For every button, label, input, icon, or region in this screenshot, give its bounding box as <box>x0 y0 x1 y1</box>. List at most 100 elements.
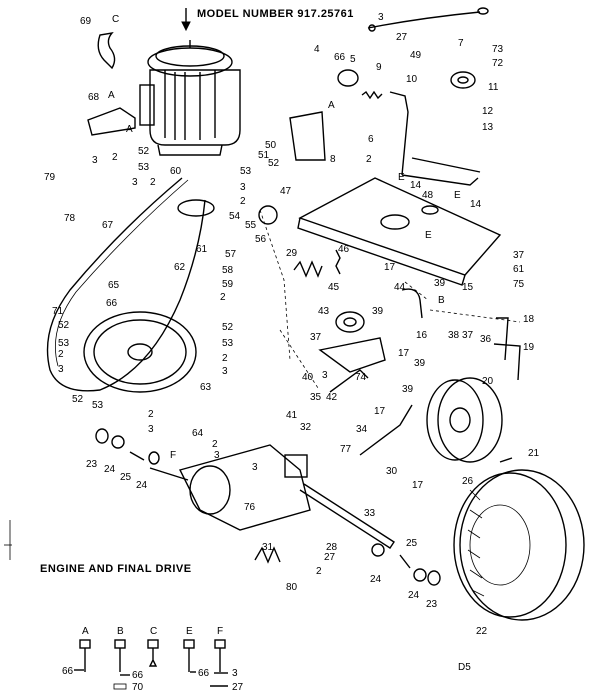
pin-25-left <box>129 451 145 461</box>
rod-44 <box>401 288 423 319</box>
callout-53-c: 53 <box>58 338 70 349</box>
pin-25-right <box>399 554 411 569</box>
callout-27-mid: 27 <box>324 552 336 563</box>
callout-21: 21 <box>528 448 540 459</box>
callout-57: 57 <box>225 249 237 260</box>
callout-71: 71 <box>52 306 64 317</box>
washer-23-left <box>95 428 109 444</box>
callout-23-a: 23 <box>86 459 98 470</box>
callout-A-bracket: A <box>126 124 133 135</box>
callout-39-c: 39 <box>414 358 426 369</box>
callout-46: 46 <box>338 244 350 255</box>
callout-23-b: 23 <box>426 599 438 610</box>
callout-2-a: 2 <box>366 154 372 165</box>
rod-35 <box>329 369 369 393</box>
callout-10: 10 <box>406 74 418 85</box>
spring-9 <box>361 90 383 100</box>
callout-61-b: 61 <box>513 264 525 275</box>
fastener-C: C <box>147 626 159 667</box>
callout-52-c: 52 <box>58 320 70 331</box>
callout-53-a: 53 <box>138 162 150 173</box>
spring-29 <box>293 260 323 278</box>
washer-24-left <box>111 435 125 449</box>
callout-37-a: 37 <box>513 250 525 261</box>
callout-77: 77 <box>340 444 352 455</box>
callout-4: 4 <box>314 44 320 55</box>
fastener-F: F 3 27 <box>210 626 244 693</box>
callout-62: 62 <box>174 262 186 273</box>
callout-78: 78 <box>64 213 76 224</box>
callout-42: 42 <box>326 392 338 403</box>
callout-31: 31 <box>262 542 274 553</box>
callout-29: 29 <box>286 248 298 259</box>
callout-2-i: 2 <box>212 439 218 450</box>
callout-25-b: 25 <box>406 538 418 549</box>
callout-3-e: 3 <box>58 364 64 375</box>
washer-24-left-b <box>148 451 160 465</box>
idler-pulley-43 <box>335 311 365 333</box>
callout-11: 11 <box>488 82 499 93</box>
callout-38: 38 <box>448 330 460 341</box>
callout-24-d: 24 <box>408 590 420 601</box>
callout-17-b: 17 <box>398 348 410 359</box>
fastener-B: B 66 70 <box>113 626 144 693</box>
callout-2-f: 2 <box>222 353 228 364</box>
svg-text:E: E <box>186 626 193 637</box>
callout-54: 54 <box>229 211 241 222</box>
callout-2-c: 2 <box>150 177 156 188</box>
callout-48: 48 <box>422 190 434 201</box>
callout-37-b: 37 <box>462 330 474 341</box>
callout-52-e: 52 <box>72 394 84 405</box>
callout-65: 65 <box>108 280 120 291</box>
rod-19 <box>493 343 521 381</box>
callout-27-top: 27 <box>396 32 408 43</box>
callout-64: 64 <box>192 428 204 439</box>
callout-5: 5 <box>350 54 356 65</box>
callout-A-8: A <box>328 100 335 111</box>
callout-3-top: 3 <box>378 12 384 23</box>
callout-E-c: E <box>425 230 432 241</box>
svg-text:70: 70 <box>132 682 144 693</box>
engine <box>139 40 241 156</box>
spring-80 <box>254 546 281 564</box>
callout-18: 18 <box>523 314 535 325</box>
plate-8 <box>289 111 326 161</box>
callout-2-g: 2 <box>58 349 64 360</box>
page-code: D5 <box>458 662 471 673</box>
callout-51: 51 <box>258 150 270 161</box>
callout-C: C <box>112 14 119 25</box>
callout-55: 55 <box>245 220 257 231</box>
callout-2-d: 2 <box>240 196 246 207</box>
svg-text:66: 66 <box>198 668 210 679</box>
callout-3-i: 3 <box>252 462 258 473</box>
svg-text:A: A <box>82 626 89 637</box>
callout-9: 9 <box>376 62 382 73</box>
callout-3-a: 3 <box>92 155 98 166</box>
callout-2-b: 2 <box>112 152 118 163</box>
callout-2-h: 2 <box>148 409 154 420</box>
callout-49: 49 <box>410 50 422 61</box>
cap-47 <box>258 205 278 225</box>
shift-lever-10 <box>389 91 409 176</box>
spring-46 <box>335 249 341 275</box>
callout-79: 79 <box>44 172 56 183</box>
callout-E-a: E <box>398 172 405 183</box>
callout-60: 60 <box>170 166 182 177</box>
callout-24-b: 24 <box>136 480 148 491</box>
cable-7 <box>367 11 481 29</box>
callout-3-h: 3 <box>214 450 220 461</box>
callout-17-a: 17 <box>384 262 396 273</box>
callout-44: 44 <box>394 282 406 293</box>
svg-text:B: B <box>117 626 124 637</box>
callout-32: 32 <box>300 422 312 433</box>
callout-B-a: B <box>438 295 445 306</box>
callout-14-a: 14 <box>410 180 422 191</box>
callout-6: 6 <box>368 134 374 145</box>
idler-arm-74 <box>318 337 386 373</box>
callout-80: 80 <box>286 582 298 593</box>
callout-16: 16 <box>416 330 428 341</box>
callout-39-b: 39 <box>372 306 384 317</box>
callout-14-b: 14 <box>470 199 482 210</box>
pulley-54 <box>177 199 215 217</box>
